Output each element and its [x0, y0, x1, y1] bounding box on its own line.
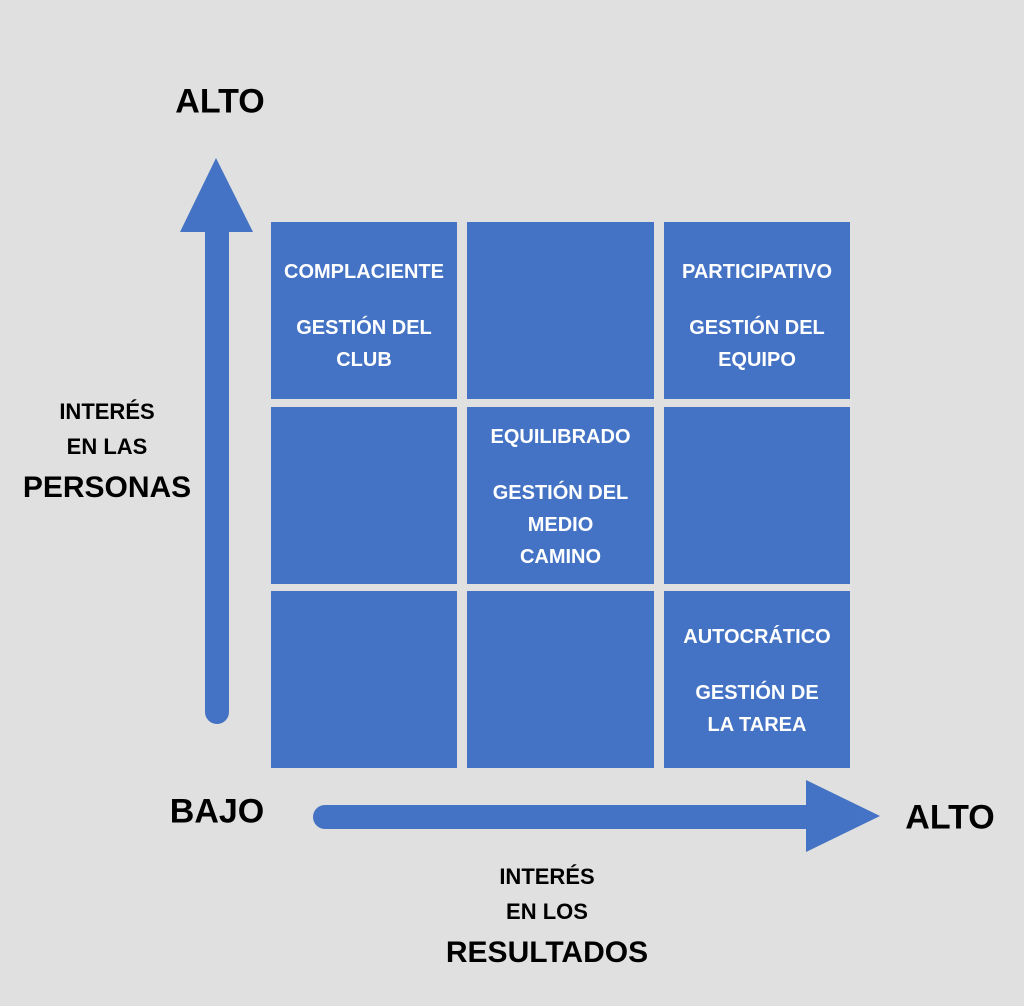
cell-top-center [467, 222, 654, 399]
cell-line: EQUIPO [718, 349, 796, 371]
cell-top-right: PARTICIPATIVO GESTIÓN DEL EQUIPO [664, 222, 850, 399]
x-axis-title-line2: EN LOS [506, 899, 588, 924]
vertical-arrow [180, 158, 253, 724]
cell-style: COMPLACIENTE [284, 261, 444, 283]
cell-bottom-right: AUTOCRÁTICO GESTIÓN DE LA TAREA [664, 591, 850, 768]
x-axis-title-line3: RESULTADOS [445, 936, 649, 969]
cell-line: LA TAREA [707, 714, 807, 736]
cell-style: PARTICIPATIVO [682, 261, 832, 283]
cell-line: GESTIÓN DEL [296, 317, 432, 339]
cell-line: CAMINO [519, 546, 602, 568]
cell-style: EQUILIBRADO [490, 426, 631, 448]
cell-bottom-left [271, 591, 457, 768]
cell-middle-left [271, 407, 457, 584]
x-axis-title-line1: INTERÉS [499, 864, 595, 889]
x-axis-low-label: BAJO [169, 792, 265, 831]
cell-center: EQUILIBRADO GESTIÓN DEL MEDIO CAMINO [467, 407, 654, 584]
cell-line: MEDIO [527, 514, 594, 536]
cell-line: GESTIÓN DEL [689, 317, 825, 339]
horizontal-arrow [313, 780, 880, 852]
x-axis-high-label: ALTO [905, 798, 995, 837]
cell-line: CLUB [336, 349, 392, 371]
cell-line: GESTIÓN DEL [492, 482, 629, 504]
cell-middle-right [664, 407, 850, 584]
y-axis-title-line2: EN LAS [66, 434, 148, 459]
cell-top-left: COMPLACIENTE GESTIÓN DEL CLUB [271, 222, 457, 399]
cell-line: GESTIÓN DE [695, 682, 819, 704]
cell-style: AUTOCRÁTICO [683, 626, 831, 648]
y-axis-high-label: ALTO [175, 82, 265, 121]
cell-bottom-center [467, 591, 654, 768]
y-axis-title-line1: INTERÉS [59, 399, 155, 424]
y-axis-title-line3: PERSONAS [22, 471, 192, 504]
